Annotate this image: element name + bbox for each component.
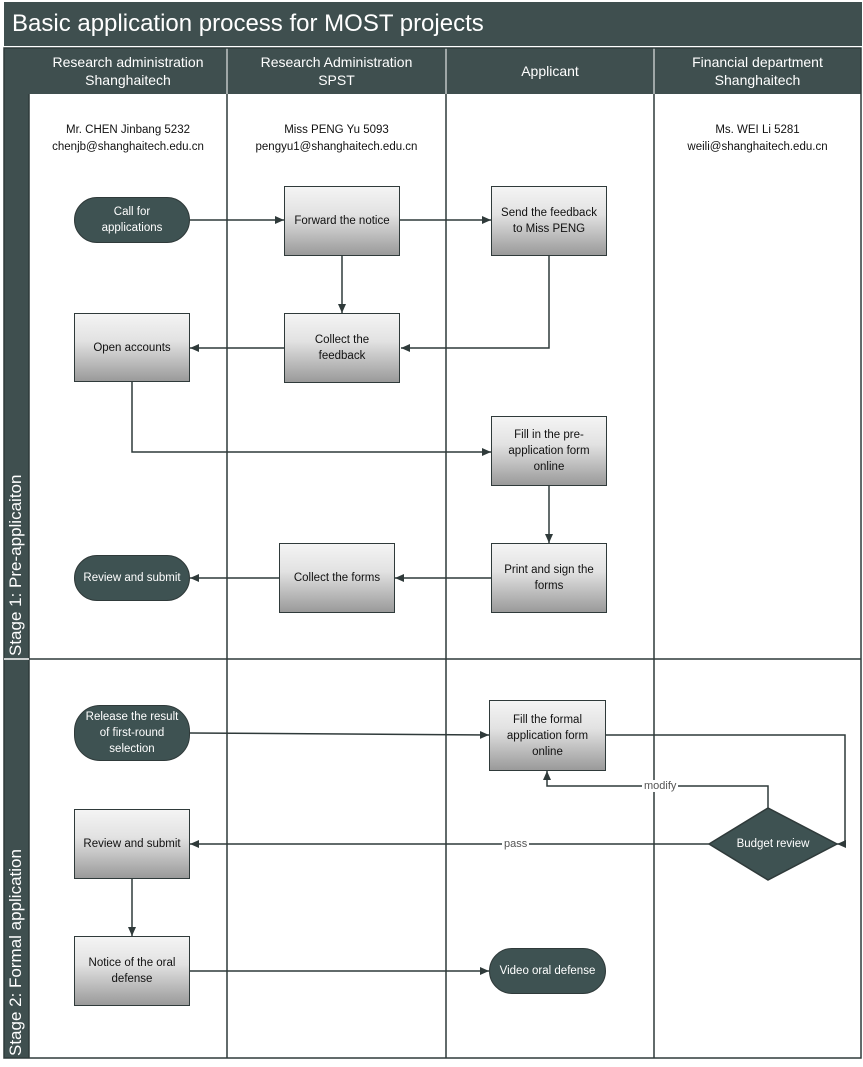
node-fill-formal-application: Fill the formal application form online [489, 700, 606, 771]
lane-header-line: SPST [318, 72, 355, 88]
node-collect-feedback: Collect the feedback [284, 313, 400, 383]
lane-header-line: Shanghaitech [85, 72, 171, 88]
contact-research-admin: Mr. CHEN Jinbang 5232 chenjb@shanghaitec… [29, 122, 227, 156]
stage-strip [4, 48, 29, 1058]
node-review-submit-2: Review and submit [74, 809, 190, 879]
node-release-result: Release the result of first-round select… [74, 705, 190, 761]
lane-header-line: Shanghaitech [714, 72, 801, 88]
contact-spst: Miss PENG Yu 5093 pengyu1@shanghaitech.e… [227, 122, 446, 156]
stage-2-label: Stage 2: Formal application [6, 849, 25, 1056]
lane-header-spst: Research Administration SPST [227, 48, 446, 94]
contact-financial: Ms. WEI Li 5281 weili@shanghaitech.edu.c… [654, 122, 861, 156]
lane-header-research-admin: Research administration Shanghaitech [29, 48, 227, 94]
lane-header-applicant: Applicant [446, 48, 654, 94]
edge-label-modify: modify [642, 780, 679, 792]
contact-name: Ms. WEI Li 5281 [715, 124, 800, 136]
contact-name: Mr. CHEN Jinbang 5232 [65, 124, 190, 136]
edge-release-to-formal [189, 730, 490, 739]
lane-header-line: Research administration [52, 54, 204, 70]
node-print-sign-forms: Print and sign the forms [491, 543, 607, 613]
lane-header-line: Financial department [692, 54, 823, 70]
contact-email: weili@shanghaitech.edu.cn [687, 141, 828, 153]
node-video-oral-defense: Video oral defense [489, 948, 606, 994]
node-review-submit-1: Review and submit [74, 555, 190, 601]
contact-email: chenjb@shanghaitech.edu.cn [52, 141, 204, 153]
outer-frame [3, 47, 862, 1059]
header-row [29, 48, 861, 94]
node-forward-notice: Forward the notice [284, 186, 400, 256]
node-collect-forms: Collect the forms [279, 543, 395, 613]
edge-open-to-fill [131, 382, 491, 456]
node-send-feedback: Send the feedback to Miss PENG [491, 186, 607, 256]
node-fill-pre-application: Fill in the pre-application form online [491, 416, 607, 486]
node-notice-oral-defense: Notice of the oral defense [74, 936, 190, 1006]
lane-header-line: Research Administration [260, 54, 413, 70]
contact-email: pengyu1@shanghaitech.edu.cn [255, 141, 418, 153]
node-open-accounts: Open accounts [74, 313, 190, 382]
edge-send-to-collect [401, 256, 550, 352]
node-budget-review: Budget review [736, 838, 810, 850]
node-call-for-applications: Call for applications [74, 197, 190, 243]
lane-header-financial: Financial department Shanghaitech [654, 48, 861, 94]
budget-review-diamond [707, 807, 839, 881]
page-title: Basic application process for MOST proje… [4, 2, 862, 46]
lane-header-line: Applicant [521, 63, 579, 79]
edge-label-pass: pass [502, 838, 530, 850]
contact-name: Miss PENG Yu 5093 [284, 124, 389, 136]
edge-formal-to-budget [606, 734, 846, 848]
stage-1-label: Stage 1: Pre-applicaiton [6, 474, 25, 656]
